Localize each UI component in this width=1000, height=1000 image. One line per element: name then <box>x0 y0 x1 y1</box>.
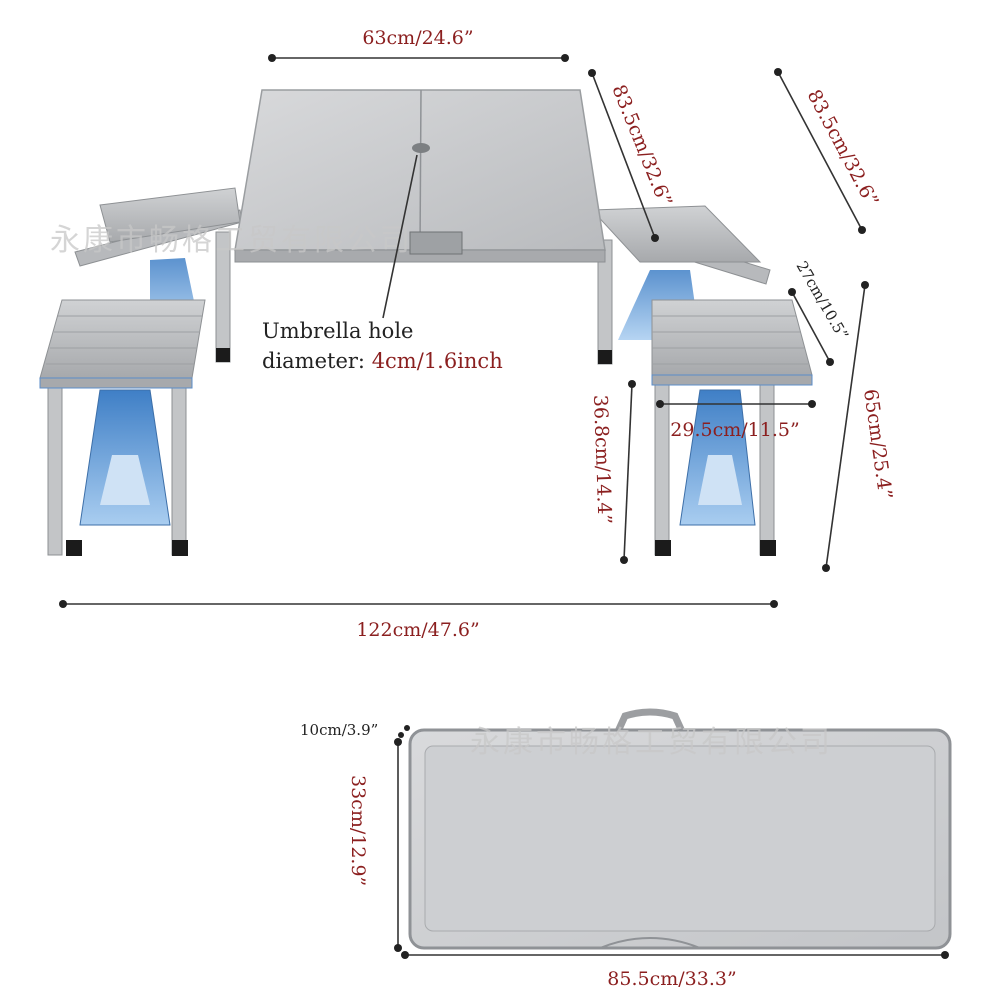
watermark-top: 永康市畅格工贸有限公司 <box>50 223 413 258</box>
front-left-seat-foot-right <box>172 540 188 556</box>
folded-case-handle <box>611 708 689 740</box>
unfolded-table-illustration <box>39 89 813 556</box>
dim-overall-height: 65cm/25.4” <box>859 388 896 501</box>
dim-table-top-width: 63cm/24.6” <box>362 27 473 49</box>
front-right-seat-foot-right <box>760 540 776 556</box>
dim-seat-width: 29.5cm/11.5” <box>670 419 799 441</box>
dim-outer-depth: 83.5cm/32.6” <box>803 86 883 211</box>
front-left-seat-leg-left <box>47 379 63 556</box>
dim-folded-height: 33cm/12.9” <box>347 775 369 886</box>
folded-case-bottom-notch <box>599 937 701 949</box>
dim-folded-length: 85.5cm/33.3” <box>607 968 736 990</box>
watermark-bottom: 永康市畅格工贸有限公司 <box>470 725 833 760</box>
folded-case-panel <box>424 745 936 932</box>
front-left-blue-bracket-hole <box>100 455 150 505</box>
front-right-seat-frame <box>651 374 813 386</box>
back-right-seat <box>590 205 762 263</box>
dim-top-depth: 83.5cm/32.6” <box>607 82 676 210</box>
dim-overall-length: 122cm/47.6” <box>356 619 479 641</box>
umbrella-note-line2: diameter: 4cm/1.6inch <box>262 349 503 373</box>
front-left-seat <box>39 299 206 379</box>
table-leg-front-left-foot <box>216 348 230 362</box>
front-right-seat-leg-right <box>759 379 775 556</box>
umbrella-note-prefix: diameter: <box>262 349 372 373</box>
folded-case-illustration <box>408 708 952 950</box>
dim-seat-depth: 27cm/10.5” <box>793 258 853 343</box>
umbrella-hole <box>412 143 430 153</box>
umbrella-note-line1: Umbrella hole <box>262 319 413 343</box>
front-right-seat-foot-left <box>655 540 671 556</box>
table-top-edge <box>234 249 606 263</box>
front-left-seat-leg-right <box>171 379 187 556</box>
dim-folded-thickness: 10cm/3.9” <box>300 721 378 739</box>
front-right-seat-slats <box>652 315 808 365</box>
table-latch <box>409 231 463 255</box>
front-left-seat-foot-left <box>66 540 82 556</box>
front-right-blue-bracket-hole <box>698 455 742 505</box>
table-top-center-seam <box>419 89 422 251</box>
table-leg-front-right-foot <box>598 350 612 364</box>
front-left-seat-frame <box>39 377 193 389</box>
front-left-seat-slats <box>46 315 203 365</box>
dim-seat-height: 36.8cm/14.4” <box>589 394 616 524</box>
umbrella-note-value: 4cm/1.6inch <box>372 349 503 373</box>
